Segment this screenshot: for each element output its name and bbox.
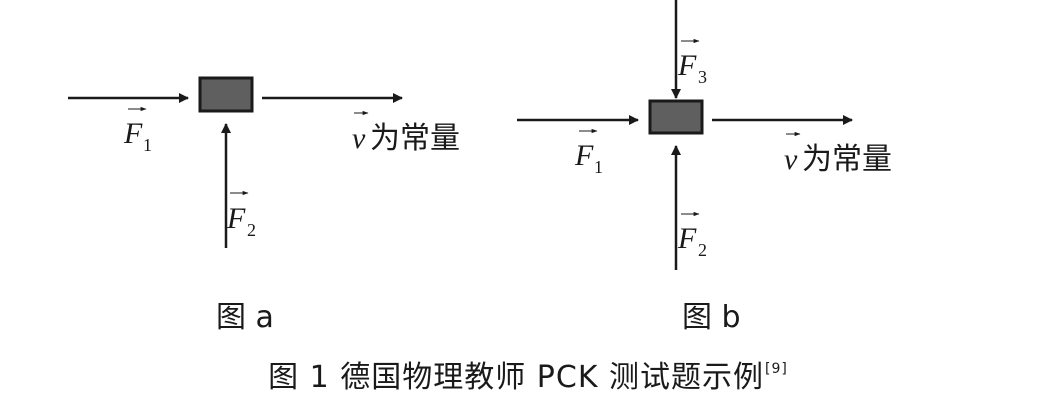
svg-text:1: 1: [143, 135, 152, 155]
svg-text:2: 2: [698, 240, 707, 260]
svg-text:F: F: [574, 139, 594, 172]
figure-b: F 3 F 1 F 2 v 为常量: [517, 0, 892, 270]
block-b: [648, 99, 704, 135]
svg-text:为常量: 为常量: [802, 142, 892, 177]
force-f2-label-a: F 2: [226, 190, 256, 240]
force-f3-label-b: F 3: [677, 38, 707, 87]
svg-text:F: F: [677, 49, 697, 82]
caption-reference: [9]: [765, 361, 788, 377]
force-f1-label-b: F 1: [574, 128, 603, 177]
svg-text:3: 3: [698, 67, 707, 87]
svg-text:2: 2: [247, 220, 256, 240]
svg-text:为常量: 为常量: [370, 121, 460, 156]
figure-a: F 1 F 2 v 为常量: [68, 76, 460, 248]
figure-a-label: 图 a: [216, 300, 274, 335]
velocity-label-b: v 为常量: [784, 131, 892, 177]
figure-b-label: 图 b: [682, 300, 741, 335]
figure-caption: 图 1 德国物理教师 PCK 测试题示例[9]: [0, 352, 1056, 396]
svg-text:F: F: [226, 202, 246, 235]
velocity-label-a: v 为常量: [352, 110, 460, 156]
block-a: [198, 76, 254, 113]
force-f2-label-b: F 2: [677, 211, 707, 260]
caption-text: 图 1 德国物理教师 PCK 测试题示例: [268, 360, 765, 395]
force-f1-label-a: F 1: [123, 106, 152, 155]
svg-text:v: v: [784, 143, 798, 176]
svg-text:v: v: [352, 122, 366, 155]
svg-text:1: 1: [594, 157, 603, 177]
svg-text:F: F: [123, 117, 143, 150]
svg-text:F: F: [677, 222, 697, 255]
